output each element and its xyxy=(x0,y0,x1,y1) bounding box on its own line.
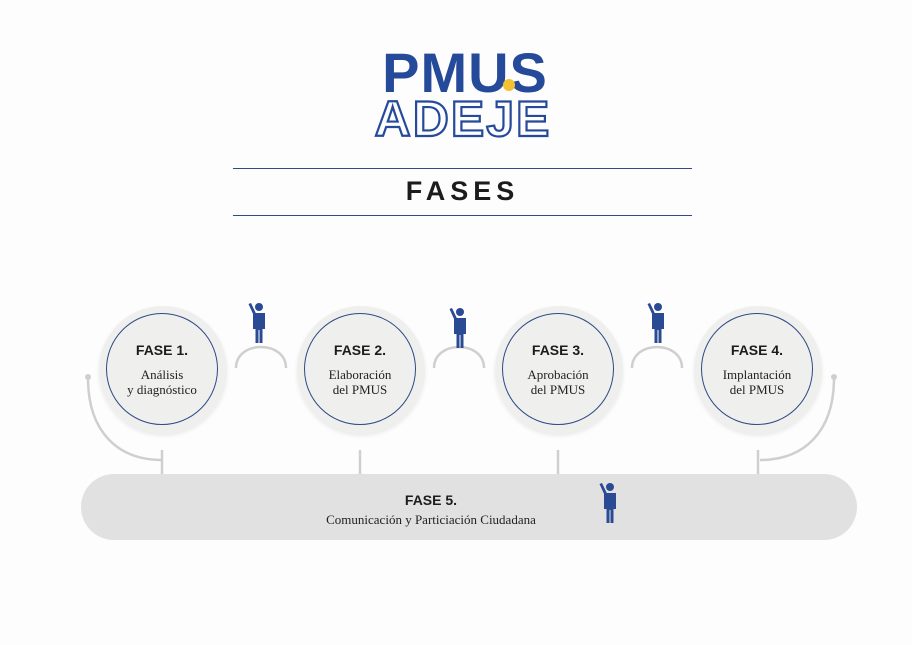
phase-3: FASE 3. Aprobación del PMUS xyxy=(495,306,623,434)
phase-3-title: FASE 3. xyxy=(531,341,585,358)
header-rule-top xyxy=(233,168,692,169)
logo-adeje: ADEJE xyxy=(375,91,552,147)
phase-5-desc: Comunicación y Particiación Ciudadana xyxy=(326,512,536,527)
phase-1: FASE 1. Análisis y diagnóstico xyxy=(99,306,227,434)
fases-title: FASES xyxy=(405,176,520,206)
phase-4: FASE 4. Implantación del PMUS xyxy=(694,306,822,434)
connector-end-left xyxy=(85,374,91,380)
pmus-adeje-logo: PMUS ADEJE xyxy=(374,41,552,148)
connector-left-arc xyxy=(86,377,163,462)
connector-arc-3-4 xyxy=(630,345,684,369)
phase-2-desc: Elaboración del PMUS xyxy=(328,366,392,397)
logo-dot xyxy=(503,79,515,91)
phase-1-ring: FASE 1. Análisis y diagnóstico xyxy=(106,313,218,425)
person-raising-hand-icon xyxy=(647,303,664,343)
connector-end-right xyxy=(831,374,837,380)
phase-2-ring: FASE 2. Elaboración del PMUS xyxy=(304,313,416,425)
phase-3-desc: Aprobación del PMUS xyxy=(527,366,589,397)
person-raising-hand-icon xyxy=(248,303,265,343)
person-raising-hand-icon xyxy=(449,308,466,348)
phase-3-ring: FASE 3. Aprobación del PMUS xyxy=(502,313,614,425)
phase-1-title: FASE 1. xyxy=(135,341,189,358)
connector-right-arc xyxy=(759,377,836,462)
phase-4-desc: Implantación del PMUS xyxy=(722,366,792,397)
phase-5-bar: FASE 5. Comunicación y Particiación Ciud… xyxy=(81,474,857,540)
phase-2-title: FASE 2. xyxy=(333,341,387,358)
connector-arc-2-3 xyxy=(432,345,486,369)
header-rule-bottom xyxy=(233,215,692,216)
phase-2: FASE 2. Elaboración del PMUS xyxy=(297,306,425,434)
person-raising-hand-icon xyxy=(599,483,616,523)
connector-arc-1-2 xyxy=(234,345,288,369)
logo-pmus: PMUS xyxy=(382,41,548,104)
phase-1-desc: Análisis y diagnóstico xyxy=(127,366,197,397)
phase-5-title: FASE 5. xyxy=(404,492,458,508)
phase-4-title: FASE 4. xyxy=(730,341,784,358)
phase-4-ring: FASE 4. Implantación del PMUS xyxy=(701,313,813,425)
